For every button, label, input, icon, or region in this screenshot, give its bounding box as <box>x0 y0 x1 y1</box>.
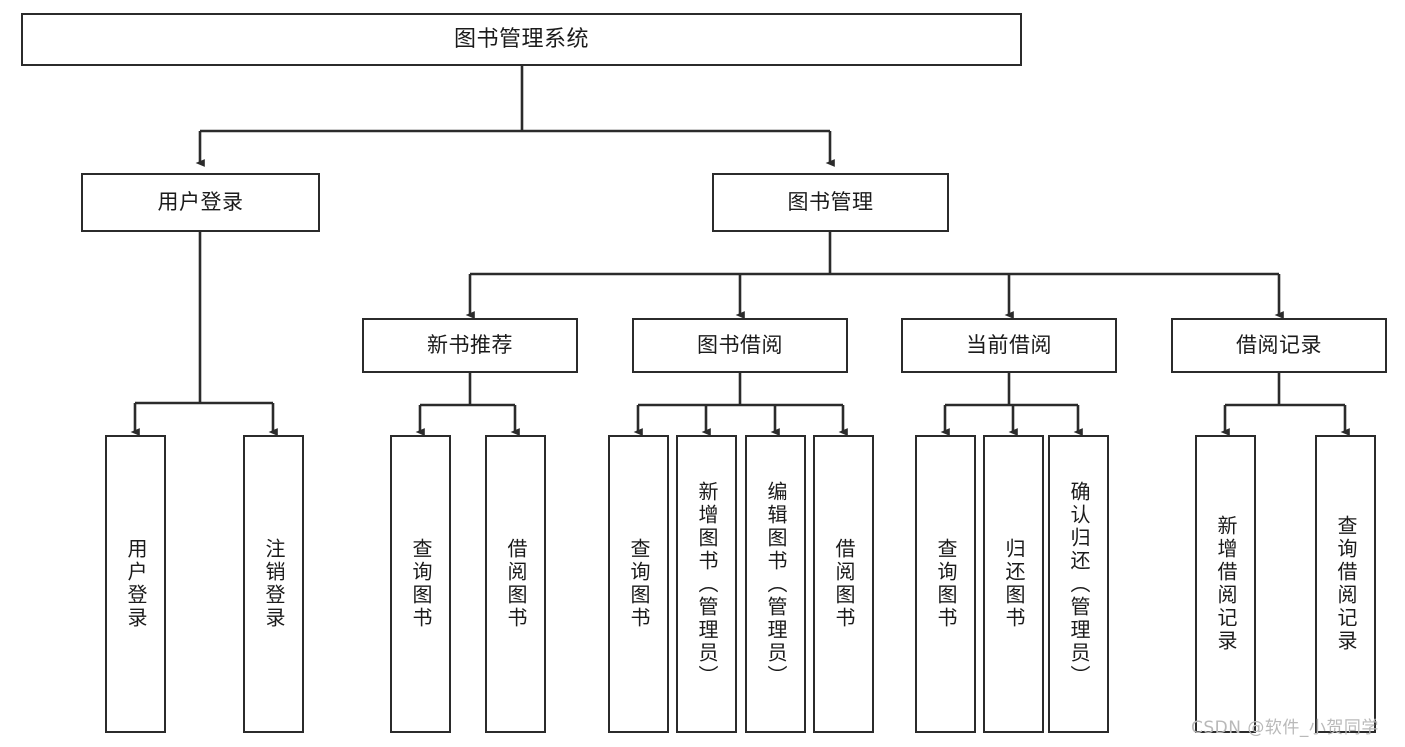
leaf-current-return-label: 归还图书 <box>1002 538 1026 630</box>
leaf-user-login-signout[interactable]: 注销登录 <box>243 435 304 733</box>
leaf-borrow-query[interactable]: 查询图书 <box>608 435 669 733</box>
leaf-borrow-add-book-label: 新增图书（管理员） <box>695 480 719 688</box>
leaf-user-login-signout-label: 注销登录 <box>262 538 286 630</box>
leaf-current-query[interactable]: 查询图书 <box>915 435 976 733</box>
node-current-borrow-label: 当前借阅 <box>966 333 1052 358</box>
node-book-borrow[interactable]: 图书借阅 <box>632 318 848 373</box>
leaf-current-confirm-return[interactable]: 确认归还（管理员） <box>1048 435 1109 733</box>
leaf-records-add-label: 新增借阅记录 <box>1214 515 1238 653</box>
leaf-records-query-label: 查询借阅记录 <box>1334 515 1358 653</box>
leaf-user-login-signin-label: 用户登录 <box>124 538 148 630</box>
leaf-current-query-label: 查询图书 <box>934 538 958 630</box>
leaf-new-books-query[interactable]: 查询图书 <box>390 435 451 733</box>
node-current-borrow[interactable]: 当前借阅 <box>901 318 1117 373</box>
leaf-user-login-signin[interactable]: 用户登录 <box>105 435 166 733</box>
node-book-management-label: 图书管理 <box>787 190 874 215</box>
leaf-borrow-edit-book[interactable]: 编辑图书（管理员） <box>745 435 806 733</box>
node-book-borrow-label: 图书借阅 <box>697 333 783 358</box>
leaf-borrow-edit-book-label: 编辑图书（管理员） <box>764 480 788 688</box>
node-new-book-recommend[interactable]: 新书推荐 <box>362 318 578 373</box>
leaf-records-add[interactable]: 新增借阅记录 <box>1195 435 1256 733</box>
node-borrow-records[interactable]: 借阅记录 <box>1171 318 1387 373</box>
node-user-login[interactable]: 用户登录 <box>81 173 320 232</box>
node-root-label: 图书管理系统 <box>453 26 589 52</box>
node-user-login-label: 用户登录 <box>157 190 244 215</box>
node-book-management[interactable]: 图书管理 <box>712 173 949 232</box>
leaf-current-return[interactable]: 归还图书 <box>983 435 1044 733</box>
node-new-book-recommend-label: 新书推荐 <box>427 333 513 358</box>
leaf-new-books-borrow-label: 借阅图书 <box>504 538 528 630</box>
leaf-borrow-add-book[interactable]: 新增图书（管理员） <box>676 435 737 733</box>
leaf-borrow-query-label: 查询图书 <box>627 538 651 630</box>
leaf-new-books-borrow[interactable]: 借阅图书 <box>485 435 546 733</box>
node-root[interactable]: 图书管理系统 <box>21 13 1022 66</box>
leaf-borrow-borrow-book-label: 借阅图书 <box>832 538 856 630</box>
leaf-records-query[interactable]: 查询借阅记录 <box>1315 435 1376 733</box>
node-borrow-records-label: 借阅记录 <box>1236 333 1322 358</box>
leaf-current-confirm-return-label: 确认归还（管理员） <box>1067 480 1091 688</box>
leaf-borrow-borrow-book[interactable]: 借阅图书 <box>813 435 874 733</box>
leaf-new-books-query-label: 查询图书 <box>409 538 433 630</box>
